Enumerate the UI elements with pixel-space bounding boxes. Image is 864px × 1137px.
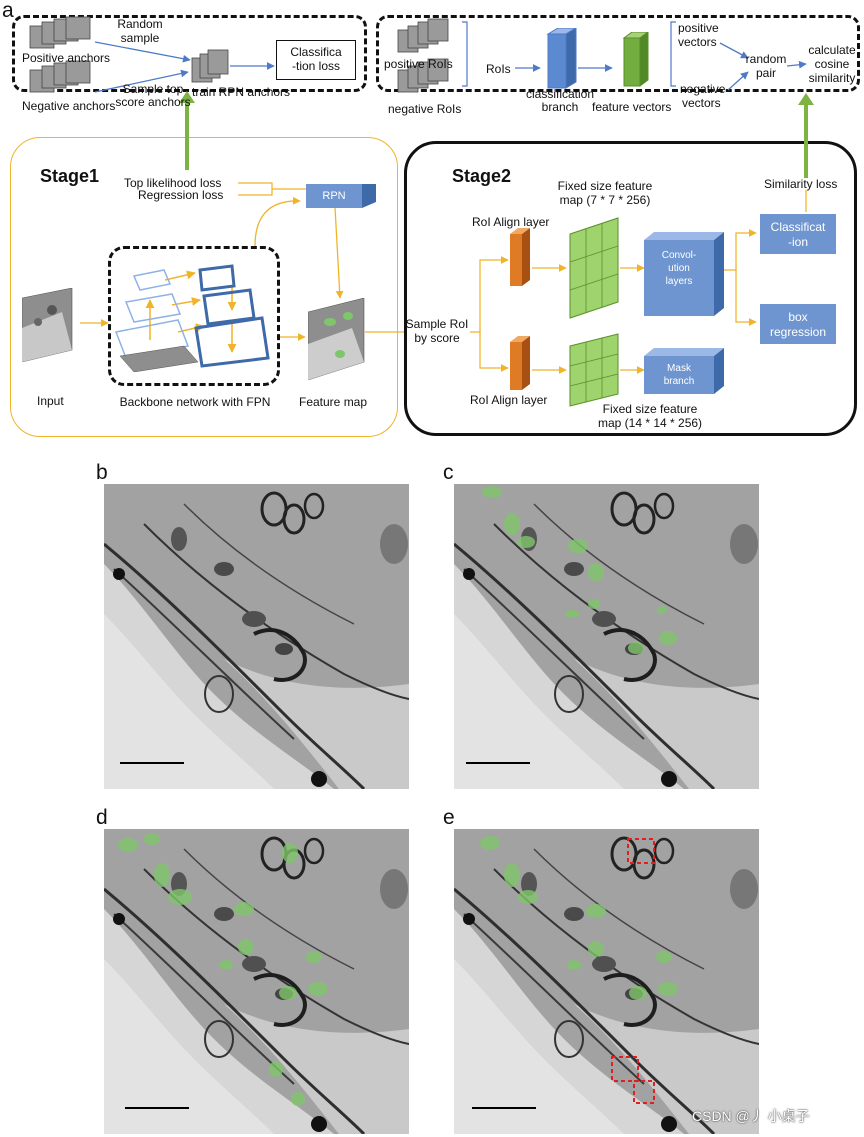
convolution-line3: layers <box>665 276 693 287</box>
train-rpn-stack <box>191 49 229 83</box>
convolution-cube <box>644 232 724 316</box>
sample-top-line2: score anchors <box>115 95 191 109</box>
mask-branch-line1: Mask <box>667 363 691 374</box>
fixed-bottom-line1: Fixed size feature <box>602 402 698 416</box>
classification-line1: Classificat <box>770 220 826 234</box>
scale-bar-d <box>125 1107 189 1109</box>
box-regression-box <box>760 304 836 344</box>
calculate-line3: similarity <box>808 71 856 85</box>
box-regression-line1: box <box>788 310 808 324</box>
classification-loss-box <box>276 40 356 80</box>
feature-grid-bottom <box>569 333 619 407</box>
stage2-title: Stage2 <box>452 166 512 186</box>
convolution-line2: ution <box>668 263 690 274</box>
classification-line2: -ion <box>787 235 808 249</box>
panel-label-b: b <box>96 461 108 484</box>
feature-map-image <box>308 298 365 380</box>
regression-loss-label: Regression loss <box>138 188 224 202</box>
positive-vectors-line1: positive <box>678 21 719 35</box>
top-likelihood-label: Top likelihood loss <box>124 176 222 190</box>
roi-align-block-bottom <box>510 336 530 390</box>
roi-align-block-top <box>510 228 530 286</box>
rpn-cube <box>306 184 376 208</box>
mask-branch-cube <box>644 348 724 394</box>
mask-branch-line2: branch <box>663 376 695 387</box>
panel-label-e: e <box>443 806 455 829</box>
positive-rois-stack <box>397 18 449 53</box>
sample-top-line1: Sample top <box>122 82 184 96</box>
random-sample-line2: sample <box>120 31 160 45</box>
positive-vectors-line2: vectors <box>678 35 717 49</box>
roi-align-bottom-label: RoI Align layer <box>470 393 548 407</box>
feature-map-label: Feature map <box>299 395 368 409</box>
panel-label-d: d <box>96 806 108 829</box>
classification-branch-line2: branch <box>541 100 579 114</box>
calculate-line1: calculate <box>808 43 856 57</box>
positive-anchors-label: Positive anchors <box>22 51 111 65</box>
micrograph-e <box>454 829 759 1134</box>
positive-anchors-stack <box>29 16 91 49</box>
scale-bar-b <box>120 762 184 764</box>
panel-label-a: a <box>2 0 14 22</box>
micrograph-c <box>454 484 759 789</box>
classification-branch-line1: classification <box>525 87 595 101</box>
backbone-box <box>108 246 280 386</box>
sample-roi-line1: Sample RoI <box>405 317 469 331</box>
feature-vectors-block <box>622 32 649 87</box>
anchor-training-box <box>12 15 367 92</box>
random-pair-line2: pair <box>755 66 776 80</box>
negative-rois-stack <box>397 58 449 93</box>
scale-bar-e <box>472 1107 536 1109</box>
random-pair-line1: random <box>745 52 787 66</box>
fpn-pyramid <box>114 264 270 372</box>
random-sample-line1: Random <box>117 17 163 31</box>
backbone-label: Backbone network with FPN <box>119 395 271 409</box>
sample-roi-line2: by score <box>414 331 460 345</box>
fixed-bottom-line2: map (14 * 14 * 256) <box>597 416 703 430</box>
negative-rois-label: negative RoIs <box>388 102 462 116</box>
input-image <box>22 288 73 362</box>
rois-label: RoIs <box>486 62 511 76</box>
classification-branch-block <box>546 28 577 89</box>
calculate-line2: cosine <box>814 57 850 71</box>
panel-label-c: c <box>443 461 454 484</box>
classification-box <box>760 214 836 254</box>
stage1-title: Stage1 <box>40 166 100 186</box>
micrograph-d <box>104 829 409 1134</box>
feature-vectors-label: feature vectors <box>592 100 672 114</box>
classification-loss-line1: Classifica <box>290 45 342 59</box>
similarity-loss-label: Similarity loss <box>764 177 838 191</box>
classification-loss-line2: -tion loss <box>291 59 341 73</box>
similarity-box <box>376 15 860 92</box>
watermark: CSDN @丿 小桌子 <box>692 1108 810 1124</box>
fixed-top-line2: map (7 * 7 * 256) <box>559 193 651 207</box>
micrograph-b <box>104 484 409 789</box>
negative-vectors-line2: vectors <box>682 96 721 110</box>
diagram-connectors <box>80 21 814 374</box>
negative-anchors-stack <box>29 60 91 93</box>
stage1-box <box>10 137 398 437</box>
negative-vectors-line1: negative <box>680 82 726 96</box>
scale-bar-c <box>466 762 530 764</box>
roi-align-top-label: RoI Align layer <box>472 215 550 229</box>
rpn-label: RPN <box>322 190 346 202</box>
input-label: Input <box>37 394 64 408</box>
box-regression-line2: regression <box>769 325 827 339</box>
positive-rois-label: positive RoIs <box>384 57 453 71</box>
stage2-box <box>404 141 857 436</box>
train-rpn-label: train RPN anchors <box>192 85 291 99</box>
negative-anchors-label: Negative anchors <box>22 99 116 113</box>
convolution-line1: Convol- <box>661 250 697 261</box>
feature-grid-top <box>569 217 619 319</box>
fixed-top-line1: Fixed size feature <box>557 179 653 193</box>
